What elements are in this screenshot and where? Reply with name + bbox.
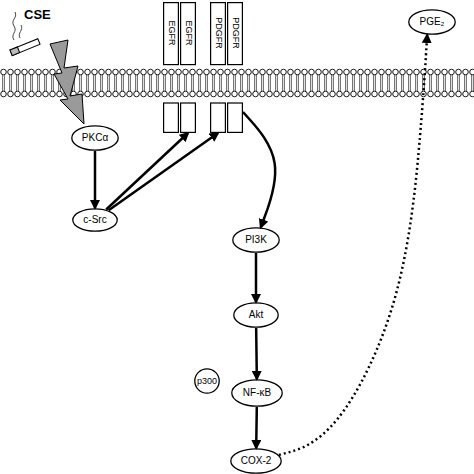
molecule-ellipse: COX-2 [230,448,282,474]
receptor-box: EGFR [180,2,196,133]
smoke-curl [13,12,16,40]
ellipse-outline [231,449,281,473]
molecule-ellipse: c-Src [72,208,118,232]
signal-arrow [255,328,258,379]
molecule-ellipse: NF-κB [231,379,283,407]
stimulus-label: CSE [24,8,51,21]
receptor-box: PDGFR [227,2,243,133]
signal-arrow [109,133,218,210]
molecule-ellipse: Akt [233,302,279,328]
extracellular-domain [228,3,243,65]
intracellular-domain [181,103,196,132]
lightning-bolt [50,40,84,124]
signal-arrow [94,151,97,208]
ellipse-outline [195,369,219,393]
extracellular-domain [181,3,196,65]
intracellular-domain [211,103,226,132]
cigarette-icon [10,39,40,56]
receptor-name: PDGFR [231,17,240,49]
cigarette-tip [10,47,20,56]
intracellular-domain [228,103,243,132]
molecule-name: Akt [249,310,263,320]
ellipse-outline [73,209,117,231]
signal-arrow [255,407,258,448]
ellipse-outline [409,10,455,34]
molecule-name: PGE₂ [420,17,445,27]
secretion-arrow [279,35,427,455]
receptor-box: EGFR [163,2,179,133]
molecule-name: PI3K [245,235,267,245]
signal-arrow [106,133,188,210]
cigarette-body [10,39,40,56]
molecule-ellipse: PKCα [71,125,119,151]
receptor-name: EGFR [167,20,176,45]
molecule-ellipse: p300 [194,368,220,394]
molecule-ellipse: PI3K [232,227,280,253]
signal-arrow [255,253,258,302]
intracellular-domain [164,103,179,132]
receptor-name: EGFR [184,20,193,45]
smoke-curl [19,25,22,38]
molecule-ellipse: PGE₂ [408,9,456,35]
molecule-name: p300 [197,377,217,386]
ellipse-outline [232,380,282,406]
molecule-name: c-Src [83,215,106,225]
ellipse-outline [234,303,278,327]
receptor-box: PDGFR [210,2,226,133]
molecule-name: NF-κB [243,388,271,398]
ellipse-outline [233,228,279,252]
molecule-name: COX-2 [241,456,272,466]
ellipse-outline [72,126,118,150]
receptor-name: PDGFR [214,17,223,49]
signal-arrow [243,112,275,227]
extracellular-domain [164,3,179,65]
extracellular-domain [211,3,226,65]
molecule-name: PKCα [82,133,108,143]
